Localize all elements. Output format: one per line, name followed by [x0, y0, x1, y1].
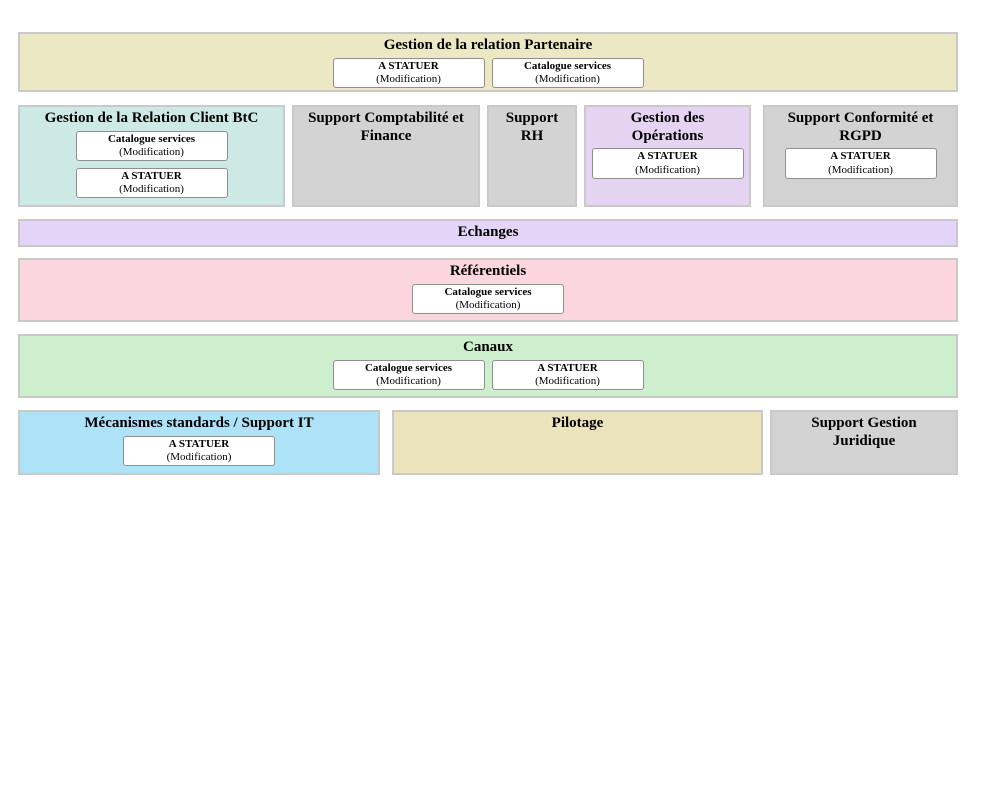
block-echanges: Echanges [18, 219, 958, 247]
block-mecanismes-standards-support-it: Mécanismes standards / Support IT A STAT… [18, 410, 380, 475]
box-row: A STATUER (Modification) Catalogue servi… [332, 57, 644, 89]
status-box-label: Catalogue services [523, 59, 612, 72]
status-box-sublabel: (Modification) [635, 163, 700, 176]
status-box-label: Catalogue services [107, 132, 196, 145]
block-title: Gestion de la relation Partenaire [383, 37, 593, 53]
status-box-catalogue-services: Catalogue services (Modification) [412, 283, 564, 315]
status-box-catalogue-services: Catalogue services (Modification) [491, 57, 644, 89]
box-column: A STATUER (Modification) [591, 148, 744, 179]
status-box-a-statuer: A STATUER (Modification) [591, 148, 744, 179]
status-box-sublabel: (Modification) [535, 374, 600, 387]
block-title: Support RH [505, 110, 559, 144]
block-gestion-des-operations: Gestion des Opérations A STATUER (Modifi… [584, 105, 751, 207]
status-box-a-statuer: A STATUER (Modification) [75, 168, 228, 199]
block-title: Support Conformité et RGPD [787, 110, 934, 144]
status-box-catalogue-services: Catalogue services (Modification) [332, 359, 485, 391]
status-box-a-statuer: A STATUER (Modification) [784, 148, 937, 179]
status-box-label: A STATUER [537, 361, 598, 374]
block-gestion-relation-partenaire: Gestion de la relation Partenaire A STAT… [18, 32, 958, 92]
status-box-label: A STATUER [830, 150, 891, 163]
status-box-label: A STATUER [637, 150, 698, 163]
block-support-gestion-juridique: Support Gestion Juridique [770, 410, 958, 475]
status-box-sublabel: (Modification) [535, 72, 600, 85]
block-support-comptabilite-finance: Support Comptabilité et Finance [292, 105, 480, 207]
block-title: Canaux [462, 339, 514, 355]
block-canaux: Canaux Catalogue services (Modification)… [18, 334, 958, 398]
block-pilotage: Pilotage [392, 410, 763, 475]
status-box-label: Catalogue services [444, 285, 532, 298]
block-referentiels: Référentiels Catalogue services (Modific… [18, 258, 958, 322]
status-box-label: Catalogue services [364, 361, 453, 374]
box-column: Catalogue services (Modification) A STAT… [75, 130, 228, 199]
status-box-label: A STATUER [378, 59, 439, 72]
block-title: Gestion des Opérations [630, 110, 705, 144]
status-box-sublabel: (Modification) [119, 145, 184, 158]
status-box-a-statuer: A STATUER (Modification) [123, 435, 275, 467]
block-title: Support Comptabilité et Finance [308, 110, 464, 144]
status-box-sublabel: (Modification) [166, 450, 232, 463]
status-box-sublabel: (Modification) [455, 298, 521, 311]
status-box-sublabel: (Modification) [828, 163, 893, 176]
box-row: Catalogue services (Modification) [412, 283, 564, 315]
block-gestion-relation-client-btc: Gestion de la Relation Client BtC Catalo… [18, 105, 285, 207]
block-title: Mécanismes standards / Support IT [84, 415, 314, 431]
status-box-sublabel: (Modification) [119, 183, 184, 196]
status-box-sublabel: (Modification) [376, 72, 441, 85]
status-box-a-statuer: A STATUER (Modification) [491, 359, 644, 391]
block-support-conformite-rgpd: Support Conformité et RGPD A STATUER (Mo… [763, 105, 958, 207]
block-title: Echanges [457, 224, 519, 241]
status-box-label: A STATUER [121, 170, 182, 183]
status-box-label: A STATUER [168, 437, 230, 450]
status-box-catalogue-services: Catalogue services (Modification) [75, 130, 228, 162]
block-title: Support Gestion Juridique [811, 415, 917, 449]
box-row: A STATUER (Modification) [123, 435, 275, 467]
status-box-sublabel: (Modification) [376, 374, 441, 387]
block-title: Référentiels [449, 263, 527, 279]
status-box-a-statuer: A STATUER (Modification) [332, 57, 485, 89]
box-row: Catalogue services (Modification) A STAT… [332, 359, 644, 391]
block-support-rh: Support RH [487, 105, 577, 207]
block-title: Gestion de la Relation Client BtC [44, 110, 259, 126]
box-column: A STATUER (Modification) [784, 148, 937, 179]
block-title: Pilotage [551, 415, 604, 431]
